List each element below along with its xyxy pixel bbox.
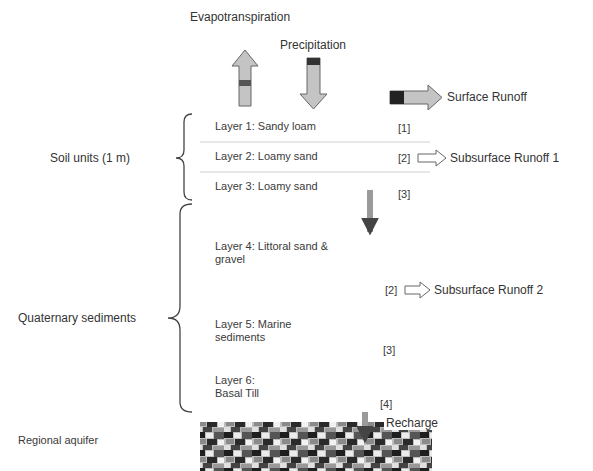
layer-number: [4]: [380, 398, 392, 411]
flux-label: Subsurface Runoff 2: [434, 283, 543, 297]
layer-label: Layer 2: Loamy sand: [215, 150, 318, 163]
layer-number: [3]: [383, 344, 395, 357]
layer-number: [2]: [398, 152, 410, 165]
flux-arrow: [307, 58, 320, 65]
flux-arrow: [390, 91, 404, 104]
layer-number: [2]: [385, 284, 397, 297]
flux-arrow: [390, 85, 442, 110]
flux-arrow: [405, 282, 430, 298]
group-label: Quaternary sediments: [18, 311, 136, 325]
flux-arrow: [232, 50, 258, 106]
soil-layer-band: Layer 5: Marine sediments [3]: [200, 302, 430, 368]
layer-boundary: [200, 142, 430, 143]
soil-layer-band: Layer 6: Basal Till [4]: [200, 368, 430, 420]
flux-arrow: [418, 150, 446, 166]
layer-label: Layer 3: Loamy sand: [215, 180, 318, 193]
flux-arrow: [239, 80, 251, 86]
flow-arrow: [367, 190, 373, 232]
layer-boundary: [200, 172, 430, 173]
flux-arrow: [300, 58, 327, 109]
brace: [176, 114, 192, 200]
layer-label: Regional aquifer: [18, 434, 98, 447]
soil-layer-band: Layer 3: Loamy sand [3]: [200, 172, 430, 202]
flux-label: Surface Runoff: [447, 90, 527, 104]
layer-number: [1]: [398, 122, 410, 135]
layer-number: [3]: [398, 188, 410, 201]
flux-label: Subsurface Runoff 1: [450, 151, 559, 165]
layer-label: Layer 4: Littoral sand & gravel: [215, 240, 340, 266]
layer-label: Layer 5: Marine sediments: [215, 318, 305, 344]
soil-layer-band: Layer 1: Sandy loam [1]: [200, 112, 430, 142]
group-label: Soil units (1 m): [50, 151, 130, 165]
soil-layer-band: Layer 2: Loamy sand [2]: [200, 142, 430, 172]
flow-arrow: [362, 412, 368, 440]
layer-label: Layer 6: Basal Till: [215, 374, 277, 400]
flux-label: Evapotranspiration: [190, 10, 290, 24]
soil-layer-band: Layer 4: Littoral sand & gravel [2]: [200, 202, 430, 302]
brace: [168, 204, 192, 412]
flux-label: Recharge: [384, 416, 440, 430]
flux-label: Precipitation: [280, 38, 346, 52]
layer-label: Layer 1: Sandy loam: [215, 120, 316, 133]
